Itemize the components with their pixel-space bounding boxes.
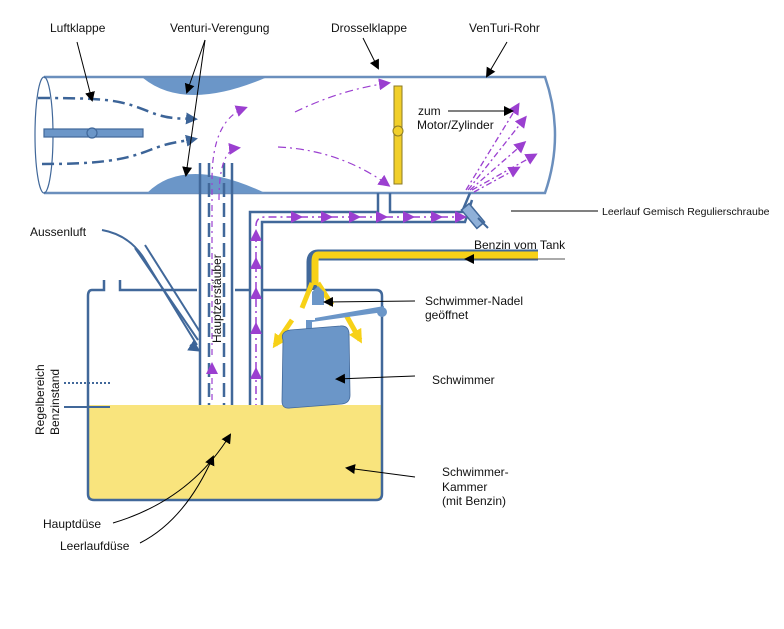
label-zum-motor-2: Motor/Zylinder [417, 118, 494, 132]
venturi-constriction-top [143, 78, 265, 95]
label-regelbereich-1: Regelbereich [33, 364, 47, 435]
label-regelbereich-2: Benzinstand [48, 369, 62, 435]
air-flow-lines [37, 96, 198, 166]
label-schwimmer-nadel-2: geöffnet [425, 308, 469, 322]
label-leerlauf-schraube: Leerlauf Gemisch Regulierschraube [602, 206, 770, 218]
float-pivot [377, 307, 387, 317]
label-leerlaufduese: Leerlaufdüse [60, 539, 130, 553]
float-lever [306, 305, 384, 335]
venturi-constriction-bottom [147, 174, 265, 193]
label-benzin-vom-tank: Benzin vom Tank [474, 238, 566, 252]
label-kammer-2: Kammer [442, 480, 487, 494]
label-schwimmer-nadel-1: Schwimmer-Nadel [425, 294, 523, 308]
tube-outline [44, 75, 557, 195]
label-schwimmer: Schwimmer [432, 373, 495, 387]
label-hauptduese: Hauptdüse [43, 517, 101, 531]
label-luftklappe: Luftklappe [50, 21, 106, 35]
float-body [281, 325, 351, 409]
label-drosselklappe: Drosselklappe [331, 21, 407, 35]
label-hauptzerstaeuber: Hauptzerstäuber [210, 254, 224, 343]
float-assembly [281, 286, 387, 409]
venturi-mix-flow [277, 78, 391, 187]
label-venturi-rohr: VenTuri-Rohr [469, 21, 540, 35]
label-kammer-3: (mit Benzin) [442, 494, 506, 508]
throttle-plate [392, 85, 404, 185]
float-chamber [86, 280, 384, 502]
label-leaders [76, 37, 598, 544]
idle-fuel-flow [250, 211, 467, 430]
label-kammer-1: Schwimmer- [442, 465, 509, 479]
label-zum-motor-1: zum [418, 104, 441, 118]
float-needle [312, 286, 324, 305]
venturi-tube [34, 75, 557, 195]
label-venturi-verengung: Venturi-Verengung [170, 21, 269, 35]
outside-air-tube [101, 229, 201, 352]
fuel-level-indicators [64, 382, 110, 408]
choke-plate [43, 127, 144, 139]
fuel-inlet-line [306, 249, 565, 290]
idle-mixture-screw [460, 202, 489, 230]
idle-spray [465, 102, 538, 193]
label-aussenluft: Aussenluft [30, 225, 87, 239]
